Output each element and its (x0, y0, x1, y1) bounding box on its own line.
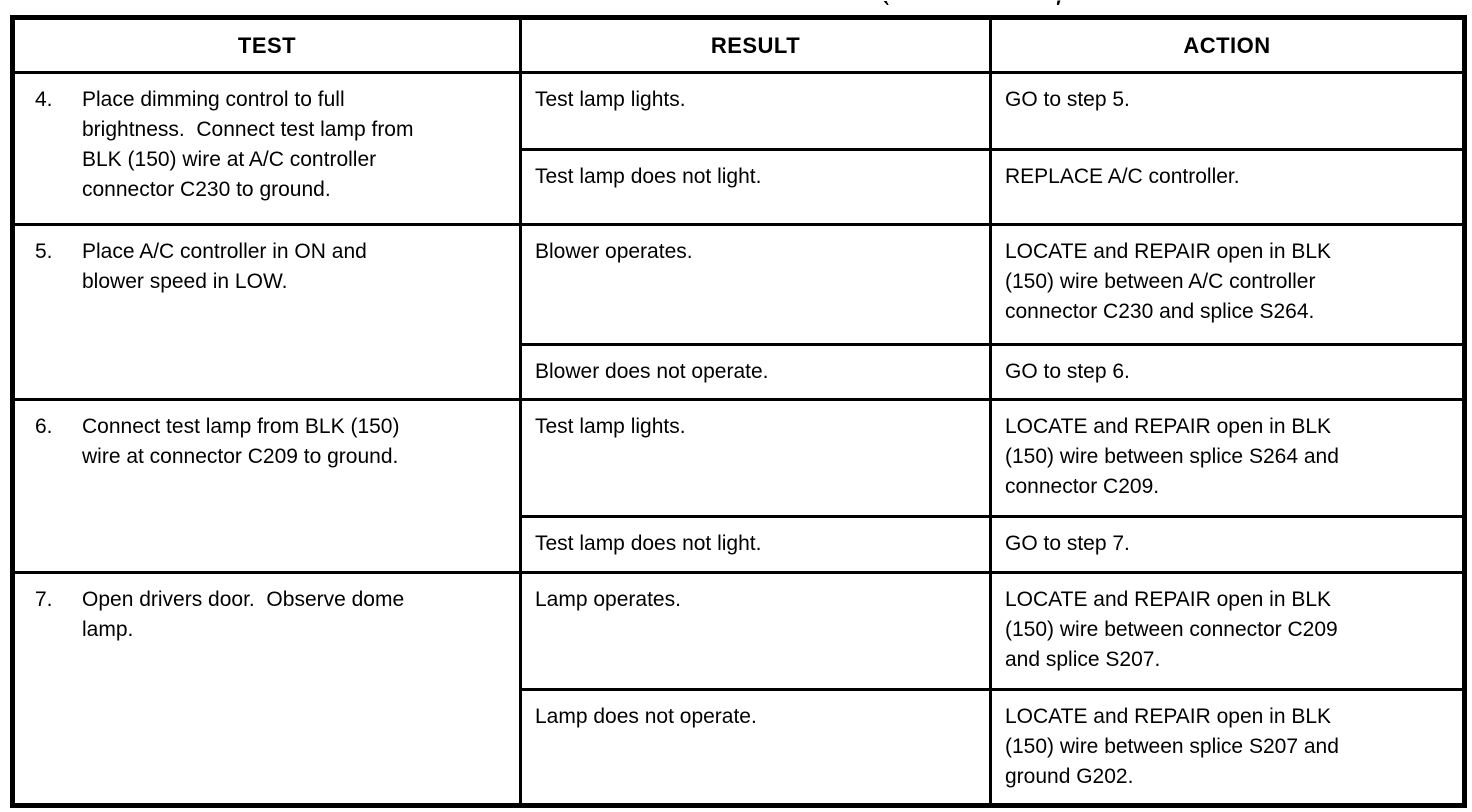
test-cell-step-6: 6. Connect test lamp from BLK (150) wire… (11, 398, 522, 574)
table-row: Lamp does not operate. LOCATE and REPAIR… (13, 688, 1466, 807)
column-header-test: TEST (11, 16, 522, 74)
result-cell: Test lamp does not light. (519, 515, 992, 574)
table-row: 7. Open drivers door. Observe dome lamp.… (11, 571, 1466, 807)
column-header-action: ACTION (989, 16, 1466, 74)
step-test-text: Connect test lamp from BLK (150) wire at… (82, 415, 400, 468)
step-number: 4. (35, 88, 53, 111)
table-row: 6. Connect test lamp from BLK (150) wire… (11, 398, 1466, 574)
result-cell: Blower operates. (519, 223, 992, 346)
action-cell: LOCATE and REPAIR open in BLK (150) wire… (989, 571, 1466, 691)
table-row: Test lamp does not light. REPLACE A/C co… (13, 148, 1466, 226)
table-row: Test lamp does not light. GO to step 7. (13, 515, 1466, 574)
action-cell: GO to step 5. (989, 71, 1466, 151)
action-cell: LOCATE and REPAIR open in BLK (150) wire… (989, 223, 1466, 346)
step-number: 7. (35, 588, 53, 611)
table-row: 4. Place dimming control to full brightn… (11, 71, 1466, 226)
action-cell: GO to step 7. (989, 515, 1466, 574)
test-cell-step-5: 5. Place A/C controller in ON and blower… (11, 223, 522, 401)
scan-artifact-mark: ‵ (884, 0, 889, 19)
scan-artifact-mark: ′ (1056, 0, 1061, 17)
action-cell: GO to step 6. (989, 343, 1466, 401)
result-cell: Lamp operates. (519, 571, 992, 691)
action-cell: REPLACE A/C controller. (989, 148, 1466, 226)
result-cell: Blower does not operate. (519, 343, 992, 401)
test-cell-step-7: 7. Open drivers door. Observe dome lamp. (11, 571, 522, 807)
table-row: Blower does not operate. GO to step 6. (13, 343, 1466, 401)
step-test-text: Place dimming control to full brightness… (82, 88, 414, 201)
step-number: 5. (35, 240, 53, 263)
step-test-text: Place A/C controller in ON and blower sp… (82, 240, 367, 293)
step-number: 6. (35, 415, 53, 438)
step-test-text: Open drivers door. Observe dome lamp. (82, 588, 405, 641)
result-cell: Test lamp lights. (519, 71, 992, 151)
column-header-result: RESULT (519, 16, 992, 74)
table-header-row: TEST RESULT ACTION (11, 16, 1466, 74)
result-cell: Test lamp lights. (519, 398, 992, 518)
action-cell: LOCATE and REPAIR open in BLK (150) wire… (989, 688, 1466, 807)
result-cell: Test lamp does not light. (519, 148, 992, 226)
result-cell: Lamp does not operate. (519, 688, 992, 807)
action-cell: LOCATE and REPAIR open in BLK (150) wire… (989, 398, 1466, 518)
table-row: 5. Place A/C controller in ON and blower… (11, 223, 1466, 401)
troubleshooting-table: TEST RESULT ACTION 4. Place dimming cont… (10, 15, 1467, 808)
test-cell-step-4: 4. Place dimming control to full brightn… (11, 71, 522, 226)
